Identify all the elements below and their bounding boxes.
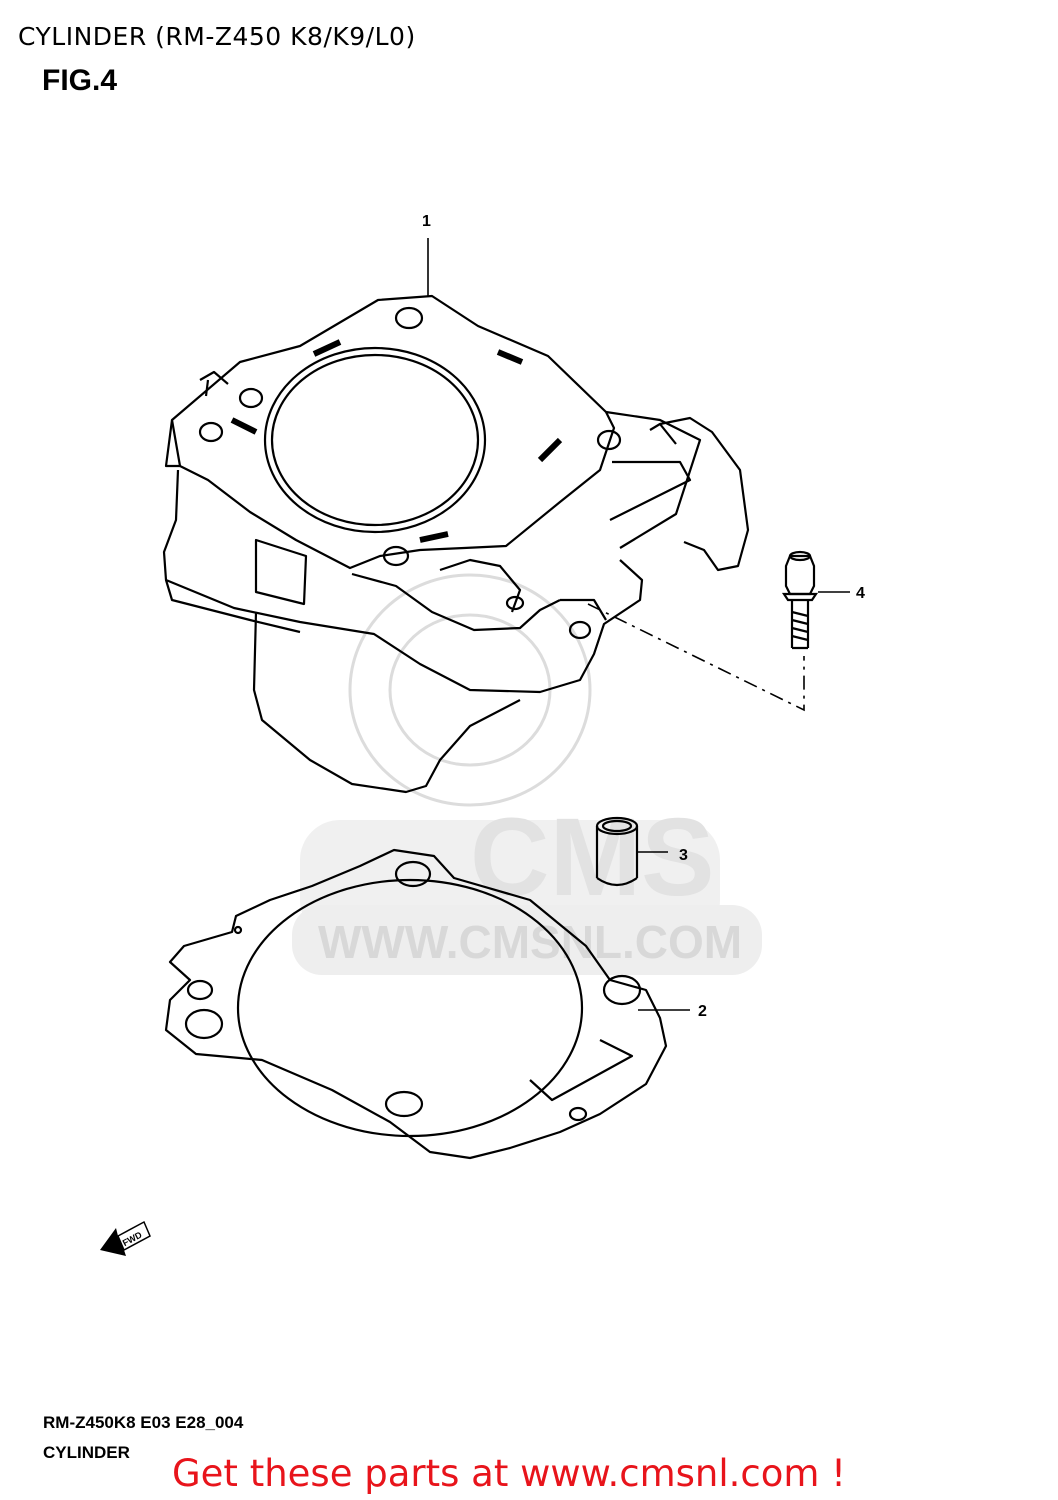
diagram-caption: CYLINDER [43,1443,130,1462]
callout-4: 4 [856,585,865,602]
watermark-url: WWW.CMSNL.COM [318,916,742,968]
callout-2: 2 [698,1003,707,1020]
figure-label: FIG.4 [42,64,118,97]
watermark-logo: CMS [470,796,714,919]
callout-1: 1 [422,213,431,230]
callout-3: 3 [679,847,688,864]
bolt-drawing [781,550,819,650]
fwd-direction-arrow-icon: FWD [100,1220,151,1256]
leader-lines [427,238,850,1011]
gasket-drawing [164,848,668,1160]
page-title: CYLINDER (RM-Z450 K8/K9/L0) [18,22,416,51]
cmsnl-watermark: CMS WWW.CMSNL.COM [292,573,762,975]
diagram-code: RM-Z450K8 E03 E28_004 [43,1413,244,1432]
cylinder-drawing [162,294,750,794]
buy-parts-link[interactable]: Get these parts at www.cmsnl.com ! [172,1452,847,1495]
